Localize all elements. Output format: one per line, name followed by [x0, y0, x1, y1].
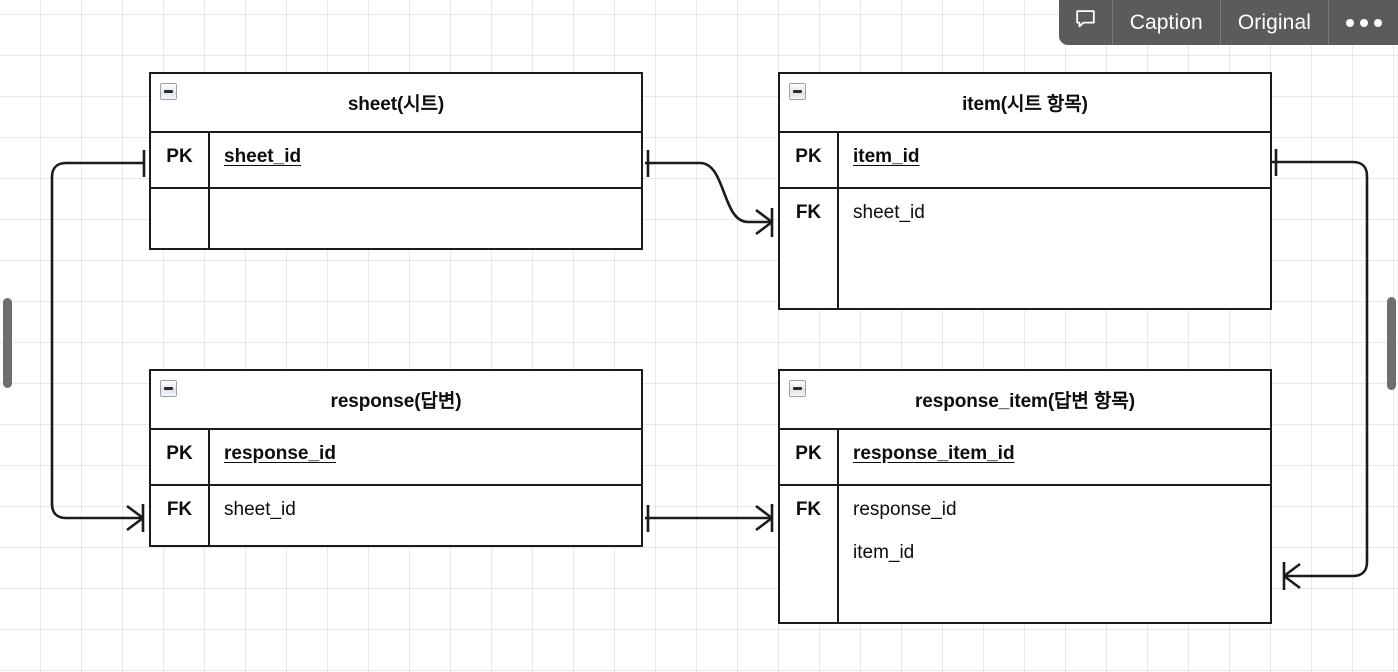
- entity-response-title: response(답변): [330, 391, 462, 412]
- entity-sheet-row-empty[interactable]: [151, 189, 641, 248]
- rel-sheet-response: [50, 150, 146, 532]
- entity-response-item[interactable]: response_item(답변 항목) PK response_item_id…: [778, 369, 1272, 624]
- field-list: item_id: [839, 133, 1270, 187]
- entity-item-title: item(시트 항목): [962, 94, 1088, 115]
- entity-response-item-title: response_item(답변 항목): [915, 391, 1135, 412]
- field-item-id: item_id: [853, 542, 915, 563]
- ellipsis-icon: [1346, 18, 1382, 27]
- key-label: PK: [780, 430, 839, 484]
- field-list: sheet_id: [839, 189, 1270, 308]
- field-sheet-id: sheet_id: [853, 202, 925, 223]
- key-label: FK: [151, 486, 210, 545]
- field-response-id: response_id: [853, 499, 957, 520]
- original-button[interactable]: Original: [1219, 0, 1328, 45]
- rel-sheet-item: [645, 150, 774, 237]
- minus-box-icon[interactable]: [160, 380, 177, 397]
- field-list: sheet_id: [210, 486, 641, 545]
- entity-item-header: item(시트 항목): [780, 74, 1270, 133]
- comment-button[interactable]: [1059, 0, 1112, 45]
- entity-item-row-fk[interactable]: FK sheet_id: [780, 189, 1270, 308]
- field-sheet-id: sheet_id: [224, 146, 302, 167]
- entity-sheet-title: sheet(시트): [347, 94, 445, 115]
- entity-response[interactable]: response(답변) PK response_id FK sheet_id: [149, 369, 643, 547]
- key-label: PK: [151, 133, 210, 187]
- entity-sheet-header: sheet(시트): [151, 74, 641, 133]
- vertical-scrollbar[interactable]: [1387, 297, 1396, 390]
- field-item-id: item_id: [853, 146, 920, 167]
- entity-item-row-pk[interactable]: PK item_id: [780, 133, 1270, 189]
- entity-response-row-pk[interactable]: PK response_id: [151, 430, 641, 486]
- rel-item-responseitem: [1272, 149, 1369, 590]
- field-list: sheet_id: [210, 133, 641, 187]
- caption-button[interactable]: Caption: [1111, 0, 1220, 45]
- entity-response-item-row-pk[interactable]: PK response_item_id: [780, 430, 1270, 486]
- key-label: FK: [780, 486, 839, 622]
- entity-response-item-header: response_item(답변 항목): [780, 371, 1270, 430]
- entity-sheet[interactable]: sheet(시트) PK sheet_id: [149, 72, 643, 250]
- key-label: FK: [780, 189, 839, 308]
- entity-response-header: response(답변): [151, 371, 641, 430]
- key-label: [151, 189, 210, 248]
- field-sheet-id: sheet_id: [224, 499, 296, 520]
- field-list: response_id: [210, 430, 641, 484]
- entity-response-item-row-fk[interactable]: FK response_id item_id: [780, 486, 1270, 622]
- entity-response-row-fk[interactable]: FK sheet_id: [151, 486, 641, 545]
- minus-box-icon[interactable]: [160, 83, 177, 100]
- speech-bubble-icon: [1073, 7, 1098, 38]
- horizontal-pan-scrollbar-left[interactable]: [3, 298, 12, 388]
- more-options-button[interactable]: [1328, 0, 1398, 45]
- minus-box-icon[interactable]: [789, 83, 806, 100]
- minus-box-icon[interactable]: [789, 380, 806, 397]
- field-list: response_item_id: [839, 430, 1270, 484]
- field-list: [210, 189, 641, 248]
- entity-item[interactable]: item(시트 항목) PK item_id FK sheet_id: [778, 72, 1272, 310]
- field-list: response_id item_id: [839, 486, 1270, 622]
- field-response-item-id: response_item_id: [853, 443, 1015, 464]
- image-viewer-toolbar[interactable]: Caption Original: [1058, 0, 1398, 45]
- rel-response-responseitem: [645, 504, 774, 532]
- key-label: PK: [151, 430, 210, 484]
- entity-sheet-row-pk[interactable]: PK sheet_id: [151, 133, 641, 189]
- field-response-id: response_id: [224, 443, 336, 464]
- key-label: PK: [780, 133, 839, 187]
